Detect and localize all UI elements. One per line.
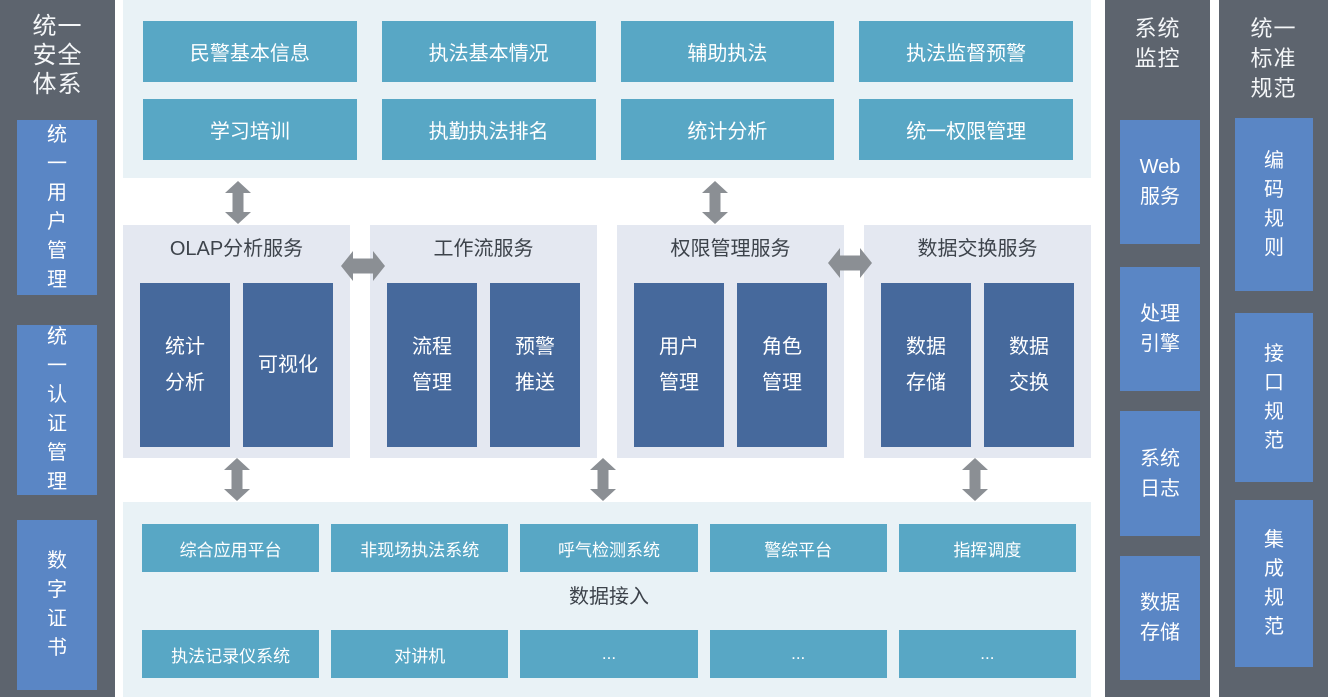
- stat-analysis-box: 统计 分析: [140, 283, 230, 447]
- duty-ranking-box: 执勤执法排名: [381, 99, 596, 160]
- data-exchange-box: 数据 交换: [984, 283, 1074, 447]
- permission-service-panel: 权限管理服务 用户 管理 角色 管理: [617, 225, 844, 458]
- visualization-box: 可视化: [243, 283, 333, 447]
- ellipsis-box: ...: [898, 630, 1076, 678]
- panel-boxes: 流程 管理 预警 推送: [387, 283, 580, 447]
- horizontal-double-arrow-icon: [828, 248, 872, 278]
- data-exchange-service-panel: 数据交换服务 数据 存储 数据 交换: [864, 225, 1091, 458]
- main-area: 民警基本信息 执法基本情况 辅助执法 执法监督预警 学习培训 执勤执法排名 统计…: [123, 0, 1091, 697]
- bottom-row-systems: 综合应用平台 非现场执法系统 呼气检测系统 警综平台 指挥调度: [142, 524, 1076, 572]
- bottom-section: 综合应用平台 非现场执法系统 呼气检测系统 警综平台 指挥调度 数据接入 执法记…: [123, 502, 1091, 697]
- vertical-double-arrow-icon: [590, 458, 616, 501]
- sidebar-item-unified-user-mgmt: 统 一 用 户 管 理: [17, 120, 97, 295]
- integration-spec-box: 集 成 规 范: [1235, 500, 1313, 667]
- left-sidebar-title: 统一 安全 体系: [32, 13, 83, 99]
- panel-title: 工作流服务: [433, 238, 534, 260]
- top-section: 民警基本信息 执法基本情况 辅助执法 执法监督预警 学习培训 执勤执法排名 统计…: [123, 0, 1091, 178]
- panel-boxes: 数据 存储 数据 交换: [881, 283, 1074, 447]
- workflow-service-panel: 工作流服务 流程 管理 预警 推送: [370, 225, 597, 458]
- vertical-double-arrow-icon: [702, 181, 728, 224]
- panel-title: 数据交换服务: [917, 238, 1038, 260]
- integrated-platform-box: 综合应用平台: [142, 524, 320, 572]
- ellipsis-box: ...: [709, 630, 887, 678]
- unified-permission-box: 统一权限管理: [859, 99, 1073, 160]
- vertical-double-arrow-icon: [962, 458, 988, 501]
- data-storage-monitor-box: 数据 存储: [1120, 556, 1200, 680]
- left-sidebar: 统一 安全 体系 统 一 用 户 管 理 统 一 认 证 管 理 数 字 证 书: [0, 0, 115, 697]
- statistics-analysis-box: 统计分析: [620, 99, 835, 160]
- walkie-talkie-box: 对讲机: [331, 630, 509, 678]
- breath-test-box: 呼气检测系统: [520, 524, 698, 572]
- monitor-column: 系统 监控 Web 服务 处理 引擎 系统 日志 数据 存储: [1105, 0, 1210, 697]
- interface-spec-box: 接 口 规 范: [1235, 313, 1313, 482]
- police-basic-info-box: 民警基本信息: [143, 21, 357, 82]
- vertical-double-arrow-icon: [224, 458, 250, 501]
- middle-section: OLAP分析服务 统计 分析 可视化 工作流服务 流程 管理 预警 推送 权限管…: [123, 225, 1091, 458]
- panel-title: 权限管理服务: [670, 238, 791, 260]
- supervision-warning-box: 执法监督预警: [859, 21, 1073, 82]
- horizontal-double-arrow-icon: [341, 251, 385, 281]
- user-mgmt-box: 用户 管理: [634, 283, 724, 447]
- process-mgmt-box: 流程 管理: [387, 283, 477, 447]
- olap-service-panel: OLAP分析服务 统计 分析 可视化: [123, 225, 350, 458]
- body-camera-box: 执法记录仪系统: [142, 630, 320, 678]
- bottom-row-devices: 执法记录仪系统 对讲机 ... ... ...: [142, 630, 1076, 678]
- panel-boxes: 用户 管理 角色 管理: [634, 283, 827, 447]
- role-mgmt-box: 角色 管理: [737, 283, 827, 447]
- sidebar-item-unified-auth-mgmt: 统 一 认 证 管 理: [17, 325, 97, 495]
- monitor-column-title: 系统 监控: [1134, 16, 1181, 71]
- command-dispatch-box: 指挥调度: [898, 524, 1076, 572]
- vertical-double-arrow-icon: [225, 181, 251, 224]
- police-platform-box: 警综平台: [709, 524, 887, 572]
- panel-title: OLAP分析服务: [169, 238, 304, 260]
- standards-column: 统一 标准 规范 编 码 规 则 接 口 规 范 集 成 规 范: [1219, 0, 1328, 697]
- ellipsis-box: ...: [520, 630, 698, 678]
- warning-push-box: 预警 推送: [490, 283, 580, 447]
- panel-boxes: 统计 分析 可视化: [140, 283, 333, 447]
- processing-engine-box: 处理 引擎: [1120, 267, 1200, 391]
- training-box: 学习培训: [143, 99, 357, 160]
- offsite-enforcement-box: 非现场执法系统: [331, 524, 509, 572]
- enforcement-basic-box: 执法基本情况: [381, 21, 596, 82]
- web-service-box: Web 服务: [1120, 120, 1200, 244]
- standards-column-title: 统一 标准 规范: [1250, 16, 1297, 101]
- coding-rules-box: 编 码 规 则: [1235, 118, 1313, 291]
- sidebar-item-digital-cert: 数 字 证 书: [17, 520, 97, 690]
- data-access-label: 数据接入: [569, 585, 649, 608]
- assist-enforcement-box: 辅助执法: [620, 21, 835, 82]
- data-storage-box: 数据 存储: [881, 283, 971, 447]
- system-log-box: 系统 日志: [1120, 411, 1200, 536]
